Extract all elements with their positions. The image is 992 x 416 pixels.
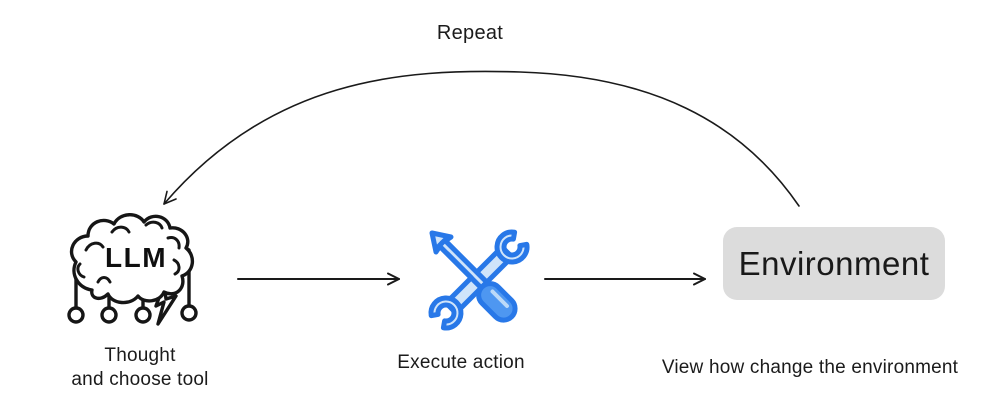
environment-label: Environment [738,244,930,282]
environment-caption: View how change the environment [661,357,959,378]
wrench-screwdriver-icon [426,229,530,333]
llm-icon-text: LLM [105,242,167,273]
llm-caption-line2: and choose tool [71,369,209,390]
screwdriver-blade-line [446,251,474,279]
llm-caption-line1: Thought [104,345,176,366]
brain-pin-node [180,304,198,322]
screwdriver-handle [476,281,518,323]
llm-to-tools-arrow-head [387,272,400,286]
brain-pin-node [134,306,152,324]
brain-folds [76,220,181,284]
environment-node: Environment [723,227,945,300]
brain-cloud-outline [69,213,194,305]
wrench-jaw-bottom [431,298,461,328]
wrench-jaw-top [494,229,530,265]
execute-action-caption: Execute action [397,352,525,373]
tools-to-environment-arrow-head [693,272,706,286]
brain-pin-lines [74,240,191,310]
screwdriver-blade [436,237,490,291]
repeat-arrow-head [163,190,177,205]
llm-caption: Thought and choose tool [71,344,208,392]
screwdriver-handle-highlight [490,289,509,308]
repeat-label: Repeat [436,22,504,44]
brain-pin-node [100,306,118,324]
repeat-arrow-curve [163,70,800,207]
brain-circuit-icon: LLM [67,213,198,326]
brain-pin-node [67,306,85,324]
